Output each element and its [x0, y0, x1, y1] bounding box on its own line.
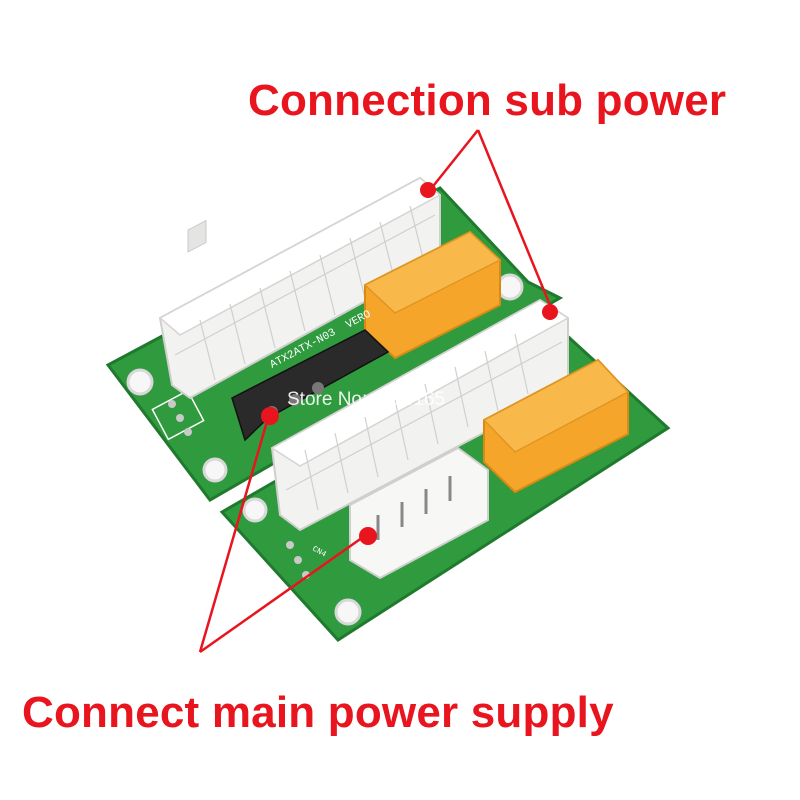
- back-pad-1: [168, 400, 176, 408]
- front-pad-2: [294, 556, 302, 564]
- back-pad-3: [184, 428, 192, 436]
- back-connector-pins: [187, 219, 207, 253]
- front-relay-top: [482, 359, 630, 453]
- bottom-dot-left: [261, 407, 279, 425]
- back-relay-top: [363, 231, 502, 314]
- back-relay: [363, 230, 502, 360]
- back-mount-hole-right: [496, 273, 524, 301]
- front-pad-1: [286, 541, 294, 549]
- front-connector-top: [270, 299, 570, 467]
- bottom-annotation-label: Connect main power supply: [22, 688, 614, 737]
- back-connector-grid: [174, 205, 436, 381]
- front-relay: [482, 358, 630, 494]
- bottom-dot-right: [359, 527, 377, 545]
- front-mount-hole-left: [242, 497, 268, 523]
- front-mount-hole-bottom: [334, 598, 362, 626]
- store-watermark: Store No: 1184165: [287, 389, 446, 410]
- bottom-pointer-line-left: [198, 417, 270, 653]
- annotation-dots: [261, 182, 558, 545]
- top-pointer-line-right: [476, 129, 554, 311]
- back-mount-hole-bottom: [202, 457, 228, 483]
- back-adapter-board: ATX2ATX-N03 VERO: [105, 176, 564, 502]
- back-connector-top: [158, 177, 442, 336]
- top-dot-left: [420, 182, 436, 198]
- back-mount-hole-left: [126, 368, 154, 396]
- annotation-lines: [198, 129, 554, 654]
- bottom-pointer-line-right: [199, 533, 367, 654]
- top-dot-right: [542, 304, 558, 320]
- back-24pin-connector: [158, 176, 442, 400]
- front-adapter-board: CN4: [219, 298, 671, 642]
- front-molex-body: [349, 446, 489, 580]
- front-connector-grid: [285, 333, 563, 511]
- back-pad-2: [176, 414, 184, 422]
- top-annotation-label: Connection sub power: [248, 76, 727, 125]
- front-molex-connector: [349, 446, 489, 580]
- top-pointer-line-left: [429, 129, 479, 191]
